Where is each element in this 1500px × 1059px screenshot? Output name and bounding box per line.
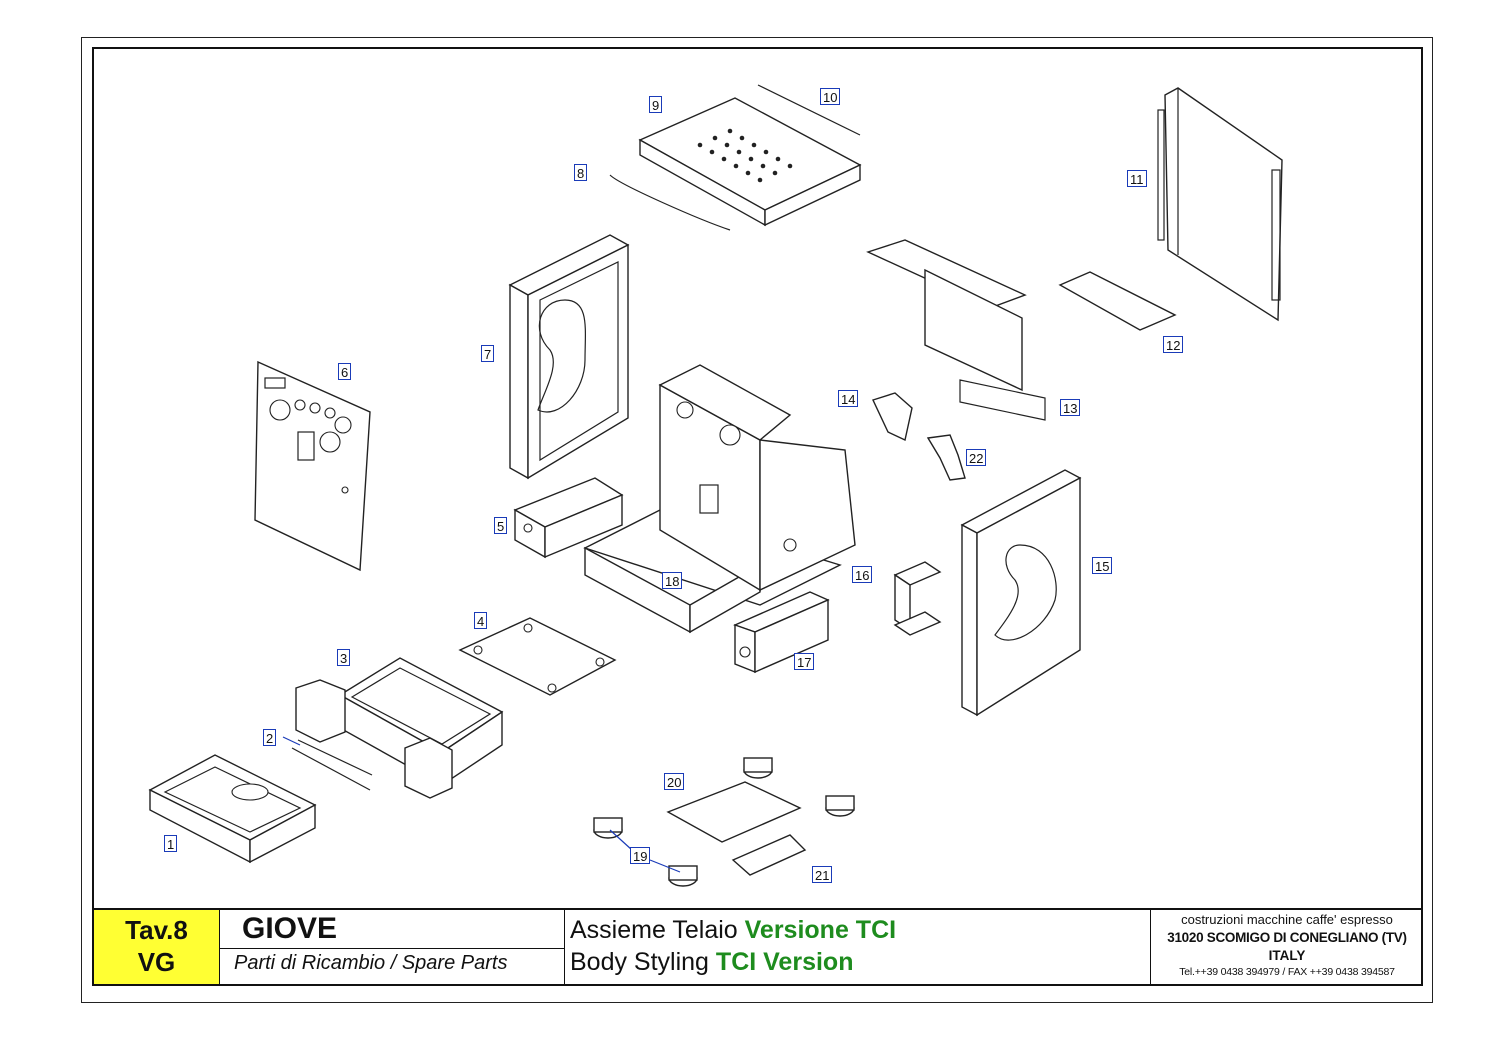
description-it-text: Assieme Telaio — [570, 916, 745, 944]
callout-5: 5 — [494, 517, 508, 534]
callout-1: 1 — [164, 835, 178, 852]
company-line-1: costruzioni macchine caffe' espresso — [1181, 912, 1393, 927]
callout-8: 8 — [574, 164, 588, 181]
description-italian: Assieme Telaio Versione TCI — [570, 916, 896, 945]
callout-6: 6 — [338, 363, 352, 380]
callout-7: 7 — [481, 345, 495, 362]
plate-number-cell: Tav.8 VG — [94, 910, 220, 984]
callout-4: 4 — [474, 612, 488, 629]
callout-19: 19 — [630, 847, 651, 864]
part-17-box — [733, 591, 830, 674]
description-en-text: Body Styling — [570, 948, 716, 976]
foot-top-right — [743, 757, 855, 817]
callout-16: 16 — [852, 566, 873, 583]
callout-12: 12 — [1163, 336, 1184, 353]
callout-10: 10 — [820, 88, 841, 105]
callout-15: 15 — [1092, 557, 1113, 574]
sheet-inner-border — [92, 47, 1423, 986]
callout-20: 20 — [664, 773, 685, 790]
part-10-rod — [757, 84, 861, 136]
part-2-rods — [291, 739, 373, 791]
part-19-feet — [593, 817, 698, 887]
title-block — [92, 908, 1423, 986]
part-6-front-panel — [254, 360, 371, 572]
part-20-grille — [666, 781, 802, 843]
part-12-cover — [1058, 271, 1177, 331]
part-13-frame — [866, 239, 1046, 421]
company-address: 31020 SCOMIGO DI CONEGLIANO (TV) — [1167, 930, 1407, 945]
callout-17: 17 — [794, 653, 815, 670]
callout-9: 9 — [649, 96, 663, 113]
plate-version: VG — [137, 947, 176, 977]
callout-13: 13 — [1060, 399, 1081, 416]
part-4-plate — [458, 617, 617, 696]
part-21-grille — [731, 834, 807, 876]
part-7-side-panel — [508, 234, 630, 480]
company-cell: costruzioni macchine caffe' espresso 310… — [1152, 910, 1422, 984]
callout-2: 2 — [263, 729, 277, 746]
model-divider — [220, 948, 564, 949]
part-11-back-panel — [1157, 87, 1283, 322]
model-name: GIOVE — [242, 912, 338, 945]
callout-18: 18 — [662, 572, 683, 589]
part-3-tray-box — [295, 657, 504, 799]
sheet-outer-border — [81, 37, 1433, 1003]
model-cell: GIOVE Parti di Ricambio / Spare Parts — [220, 910, 565, 984]
plate-number: Tav.8 — [125, 915, 188, 945]
part-18-main-frame — [583, 364, 856, 634]
callout-3: 3 — [337, 649, 351, 666]
description-en-highlight: TCI Version — [715, 948, 854, 976]
part-8-rod — [609, 174, 731, 231]
part-9-cup-tray — [638, 97, 862, 227]
description-english: Body Styling TCI Version — [570, 948, 853, 977]
part-5-box — [513, 477, 624, 559]
part-16-bracket — [893, 561, 942, 636]
part-22-bracket — [926, 434, 966, 481]
part-14-bracket — [872, 392, 913, 442]
spare-parts-subtitle: Parti di Ricambio / Spare Parts — [234, 952, 508, 974]
callout-14: 14 — [838, 390, 859, 407]
company-phone: Tel.++39 0438 394979 / FAX ++39 0438 394… — [1179, 966, 1395, 978]
company-country: ITALY — [1268, 948, 1306, 963]
callout-22: 22 — [966, 449, 987, 466]
part-15-side-panel — [960, 469, 1082, 717]
part-1-drip-tray — [148, 754, 317, 864]
description-it-highlight: Versione TCI — [744, 916, 897, 944]
callout-21: 21 — [812, 866, 833, 883]
description-cell: Assieme Telaio Versione TCI Body Styling… — [566, 910, 1151, 984]
callout-11: 11 — [1127, 170, 1147, 187]
